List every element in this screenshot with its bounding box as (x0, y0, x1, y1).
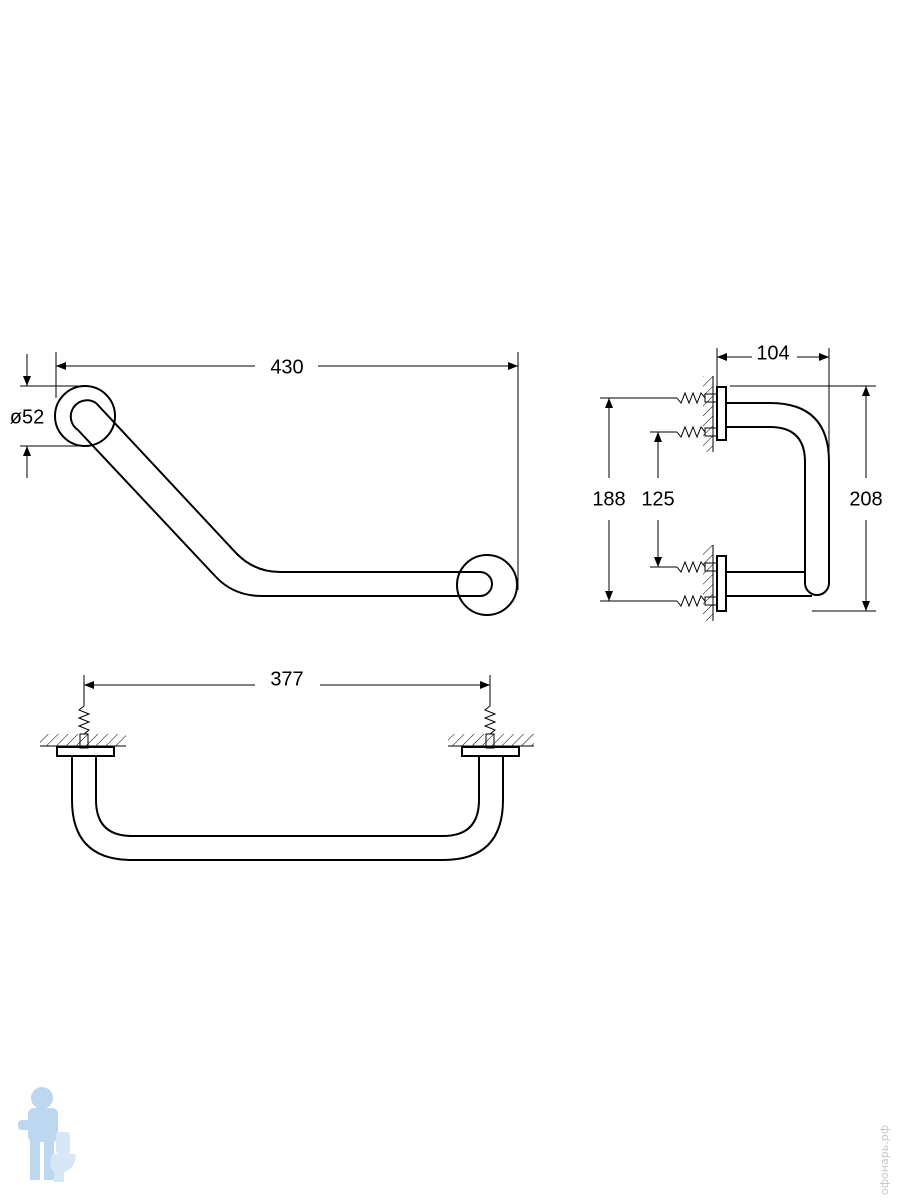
side-view: 104 208 188 125 (592, 342, 883, 621)
dimension-diameter: ø52 (10, 354, 85, 478)
dimension-188: 188 (592, 397, 673, 602)
label-188: 188 (592, 488, 625, 510)
watermark-logo (18, 1087, 76, 1182)
flange-right (461, 746, 520, 757)
wall-hatch-left (40, 734, 126, 746)
label-430: 430 (270, 356, 303, 378)
label-104: 104 (756, 342, 789, 364)
label-377: 377 (270, 668, 303, 690)
dimension-104: 104 (716, 342, 830, 460)
flange-upper (716, 386, 727, 441)
flange-left (56, 746, 115, 757)
label-diameter: ø52 (10, 406, 44, 428)
bar-tube (69, 399, 493, 597)
wall-hatch-lower (703, 545, 713, 621)
dimension-208: 208 (730, 385, 883, 612)
right-flange (456, 554, 518, 616)
screws-side (673, 391, 718, 608)
dimension-430: 430 (55, 352, 519, 590)
dimension-125: 125 (641, 431, 675, 568)
label-125: 125 (641, 488, 674, 510)
angled-bar-view: 430 ø52 (10, 352, 519, 616)
u-tube (71, 756, 504, 861)
wall-hatch-upper (703, 376, 713, 452)
wall-hatch-right (448, 734, 534, 746)
side-tube (726, 402, 830, 597)
label-208: 208 (849, 488, 882, 510)
watermark-text-group: офонарь.рф (878, 1125, 891, 1195)
flange-lower (716, 555, 727, 612)
watermark-text: офонарь.рф (878, 1125, 891, 1195)
dimension-377: 377 (83, 668, 491, 700)
front-view: 377 (40, 668, 534, 861)
